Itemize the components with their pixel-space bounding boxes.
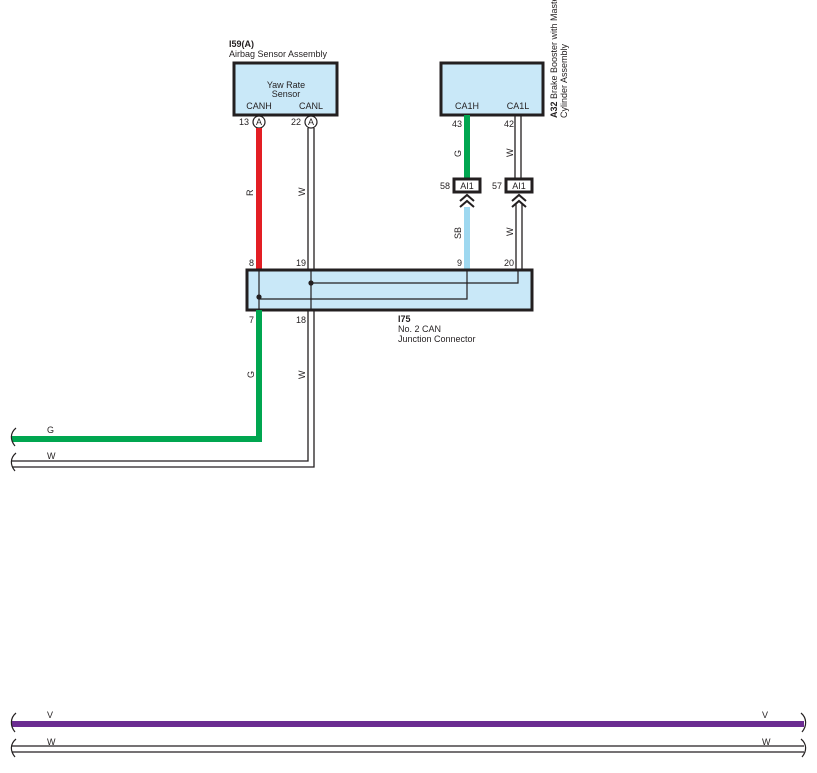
connector-a-letter-left: A bbox=[256, 117, 262, 127]
brake-pin-num-43: 43 bbox=[452, 119, 462, 129]
break-mark-icon bbox=[800, 738, 807, 758]
junction-code: I75 bbox=[398, 314, 411, 324]
break-mark-icon bbox=[800, 712, 807, 733]
brake-label-group: A32 Brake Booster with Master Cylinder A… bbox=[549, 0, 569, 118]
airbag-code: I59(A) bbox=[229, 39, 254, 49]
label-w-canl: W bbox=[297, 187, 307, 196]
wire-brake-l-white-lower bbox=[515, 203, 523, 270]
junction-name-line2: Junction Connector bbox=[398, 334, 476, 344]
junction-name-line1: No. 2 CAN bbox=[398, 324, 441, 334]
yaw-rate-label-1: Yaw Rate bbox=[267, 80, 305, 90]
wire-bus2-white bbox=[12, 745, 804, 753]
brake-name-line2: Cylinder Assembly bbox=[559, 43, 569, 118]
wire-brake-l-white bbox=[514, 115, 522, 179]
junction-pin-9: 9 bbox=[457, 258, 462, 268]
junction-internal-canh bbox=[259, 270, 468, 300]
connector-a-letter-right: A bbox=[308, 117, 314, 127]
inline-connector-ai1-57 bbox=[504, 177, 534, 194]
label-bus2-v-right: V bbox=[762, 710, 768, 720]
junction-connector-box bbox=[245, 268, 534, 312]
junction-pin-8: 8 bbox=[249, 258, 254, 268]
brake-name-line1: Brake Booster with Master bbox=[549, 0, 559, 99]
break-mark-icon bbox=[10, 738, 17, 758]
brake-pin-ca1l: CA1L bbox=[507, 101, 530, 111]
junction-pin-18: 18 bbox=[296, 315, 306, 325]
brake-booster-box bbox=[439, 61, 545, 117]
junction-pin-7: 7 bbox=[249, 315, 254, 325]
brake-code: A32 bbox=[549, 101, 559, 118]
yaw-rate-label-2: Sensor bbox=[272, 89, 301, 99]
wire-canh-green-bus bbox=[12, 310, 262, 442]
label-w-brake-lower: W bbox=[505, 227, 515, 236]
label-bus2-w-left: W bbox=[47, 737, 56, 747]
junction-dot-canl bbox=[308, 280, 314, 286]
label-r: R bbox=[245, 189, 255, 196]
airbag-pin-num-13: 13 bbox=[239, 117, 249, 127]
junction-dot-canh bbox=[256, 294, 262, 300]
wire-canl-white-bus bbox=[12, 310, 315, 468]
chevron-up-icon bbox=[459, 193, 475, 208]
inline-connector-ai1-58 bbox=[452, 177, 482, 194]
junction-pin-19: 19 bbox=[296, 258, 306, 268]
label-w-lower: W bbox=[297, 370, 307, 379]
break-mark-icon bbox=[10, 452, 17, 472]
inline-connector-label-57: AI1 bbox=[512, 181, 526, 191]
airbag-pin-canl: CANL bbox=[299, 101, 323, 111]
inline-connector-label-58: AI1 bbox=[460, 181, 474, 191]
inline-pin-num-57: 57 bbox=[492, 181, 502, 191]
label-bus1-g: G bbox=[47, 425, 54, 435]
brake-pin-num-42: 42 bbox=[504, 119, 514, 129]
junction-pin-20: 20 bbox=[504, 258, 514, 268]
label-bus2-v-left: V bbox=[47, 710, 53, 720]
brake-pin-ca1h: CA1H bbox=[455, 101, 479, 111]
wire-canl-white bbox=[307, 128, 315, 270]
label-w-brake-upper: W bbox=[505, 148, 515, 157]
connector-a-circle-right bbox=[304, 115, 318, 129]
label-bus1-w: W bbox=[47, 451, 56, 461]
label-g-brake: G bbox=[453, 150, 463, 157]
break-mark-icon bbox=[10, 427, 17, 447]
break-mark-icon bbox=[10, 712, 17, 733]
airbag-pin-canh: CANH bbox=[246, 101, 272, 111]
airbag-sensor-box bbox=[232, 61, 339, 117]
airbag-pin-num-22: 22 bbox=[291, 117, 301, 127]
junction-internal-canl bbox=[311, 270, 519, 284]
airbag-name: Airbag Sensor Assembly bbox=[229, 49, 328, 59]
chevron-up-icon bbox=[511, 193, 527, 208]
inline-pin-num-58: 58 bbox=[440, 181, 450, 191]
label-bus2-w-right: W bbox=[762, 737, 771, 747]
label-sb: SB bbox=[453, 227, 463, 239]
label-g-lower: G bbox=[246, 371, 256, 378]
